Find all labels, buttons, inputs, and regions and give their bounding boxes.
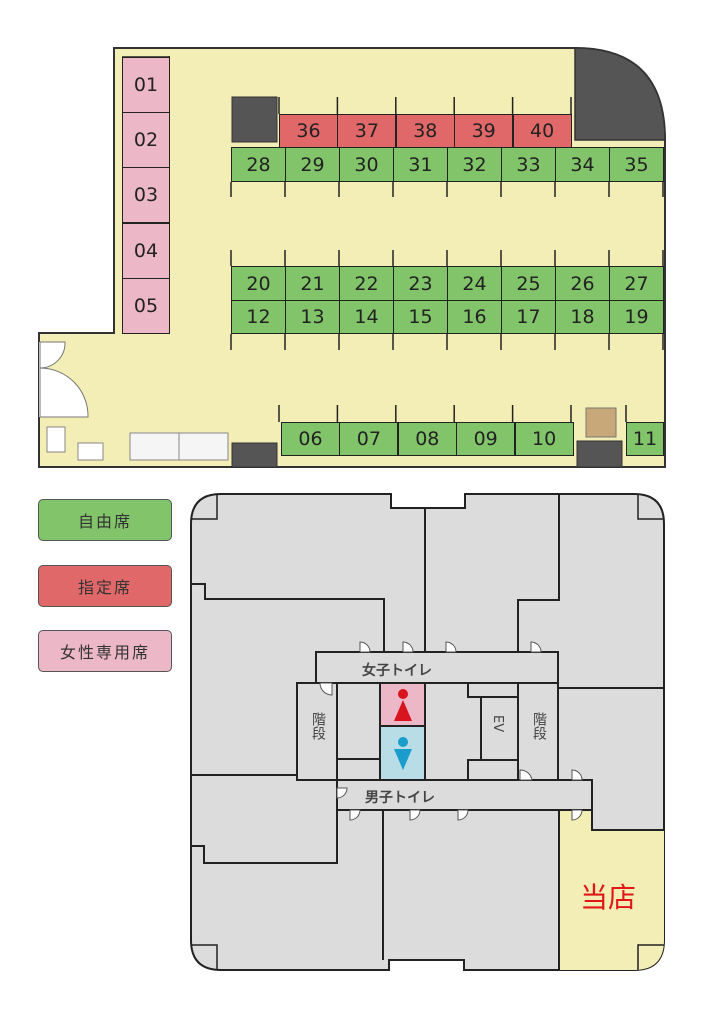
seat-free-11[interactable]: 11	[626, 422, 664, 456]
elevator-label: EV	[490, 715, 505, 733]
seat-free-14[interactable]: 14	[339, 300, 394, 334]
seat-reserved-40[interactable]: 40	[512, 114, 572, 148]
seat-women-only-04[interactable]: 04	[122, 222, 170, 279]
legend-women-only-seat: 女性専用席	[38, 630, 172, 672]
seat-free-32[interactable]: 32	[447, 147, 502, 182]
seat-free-18[interactable]: 18	[555, 300, 610, 334]
seat-free-15[interactable]: 15	[393, 300, 448, 334]
seat-reserved-39[interactable]: 39	[454, 114, 514, 148]
seat-free-27[interactable]: 27	[609, 266, 664, 301]
stairs-right-label: 階段	[531, 712, 547, 740]
stairs-left-label: 階段	[310, 712, 326, 740]
seat-free-30[interactable]: 30	[339, 147, 394, 182]
shop-floor-plan	[38, 47, 666, 468]
legend-free-seat: 自由席	[38, 499, 172, 541]
legend-reserved-seat: 指定席	[38, 565, 172, 607]
seat-free-21[interactable]: 21	[285, 266, 340, 301]
seat-free-28[interactable]: 28	[231, 147, 286, 182]
seat-free-26[interactable]: 26	[555, 266, 610, 301]
pillar	[576, 440, 623, 468]
seat-free-06[interactable]: 06	[281, 422, 340, 456]
seat-free-31[interactable]: 31	[393, 147, 448, 182]
seat-women-only-05[interactable]: 05	[122, 277, 170, 334]
womens-toilet-label: 女子トイレ	[362, 663, 432, 679]
seat-free-10[interactable]: 10	[514, 422, 574, 456]
seat-reserved-36[interactable]: 36	[279, 114, 338, 148]
seat-free-35[interactable]: 35	[609, 147, 664, 182]
seat-free-24[interactable]: 24	[447, 266, 502, 301]
seat-reserved-38[interactable]: 38	[395, 114, 455, 148]
seat-free-23[interactable]: 23	[393, 266, 448, 301]
seat-free-19[interactable]: 19	[609, 300, 664, 334]
men-icon	[394, 737, 412, 770]
seat-free-07[interactable]: 07	[339, 422, 399, 456]
corridor-women	[315, 651, 559, 684]
seat-free-33[interactable]: 33	[501, 147, 556, 182]
mens-toilet-label: 男子トイレ	[365, 790, 435, 806]
entrance-door[interactable]	[39, 341, 89, 418]
pillar	[231, 442, 278, 468]
seat-free-25[interactable]: 25	[501, 266, 556, 301]
seat-free-16[interactable]: 16	[447, 300, 502, 334]
seat-women-only-03[interactable]: 03	[122, 167, 170, 224]
seat-free-08[interactable]: 08	[397, 422, 457, 456]
toilet-block	[336, 682, 426, 781]
pillar	[231, 96, 278, 143]
seat-free-13[interactable]: 13	[285, 300, 340, 334]
seat-free-17[interactable]: 17	[501, 300, 556, 334]
seat-free-34[interactable]: 34	[555, 147, 610, 182]
furniture	[46, 426, 66, 453]
seat-free-12[interactable]: 12	[231, 300, 286, 334]
pillar-corner	[574, 47, 666, 141]
our-shop-label: 当店	[580, 881, 637, 914]
box-tan	[585, 407, 617, 438]
women-icon	[394, 689, 412, 721]
seat-free-20[interactable]: 20	[231, 266, 286, 301]
seat-women-only-02[interactable]: 02	[122, 112, 170, 169]
seat-women-only-01[interactable]: 01	[122, 57, 170, 113]
womens-room	[379, 682, 426, 727]
seat-free-09[interactable]: 09	[456, 422, 516, 456]
seat-reserved-37[interactable]: 37	[337, 114, 397, 148]
furniture	[77, 442, 104, 461]
seat-free-22[interactable]: 22	[339, 266, 394, 301]
mens-room	[379, 725, 426, 781]
seat-free-29[interactable]: 29	[285, 147, 340, 182]
